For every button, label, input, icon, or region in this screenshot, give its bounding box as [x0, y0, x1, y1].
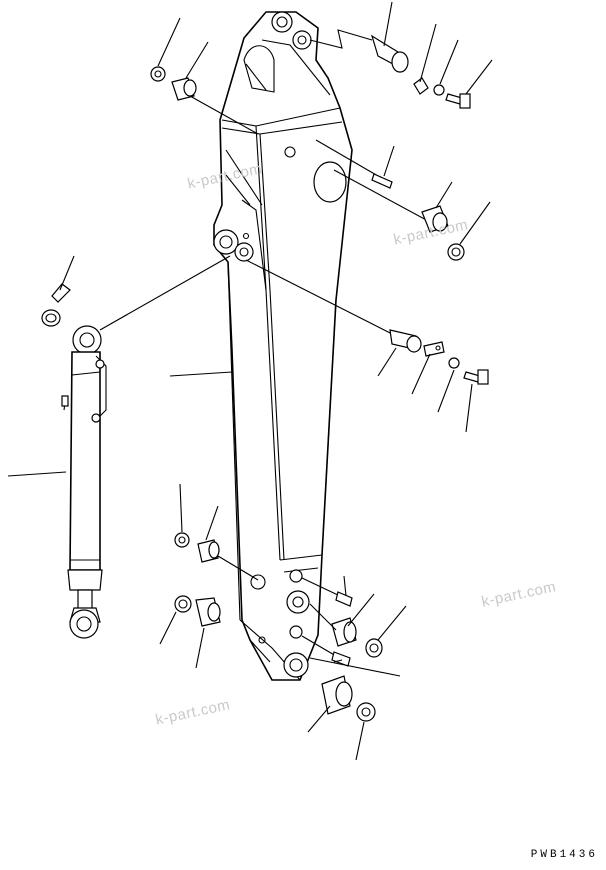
cylinder-pin-assembly [99, 255, 489, 433]
arm-body [213, 11, 353, 681]
upper-left-bushing [150, 17, 259, 135]
left-seal-ring [41, 255, 75, 327]
lower-right-parts [301, 575, 407, 761]
top-pin-assembly [309, 1, 493, 109]
hydraulic-cylinder [7, 325, 107, 639]
arm-leader [169, 371, 233, 377]
lower-left-bushings [159, 483, 259, 669]
drawing-code: PWB1436 [530, 849, 598, 861]
middle-right-bushing [313, 139, 491, 261]
